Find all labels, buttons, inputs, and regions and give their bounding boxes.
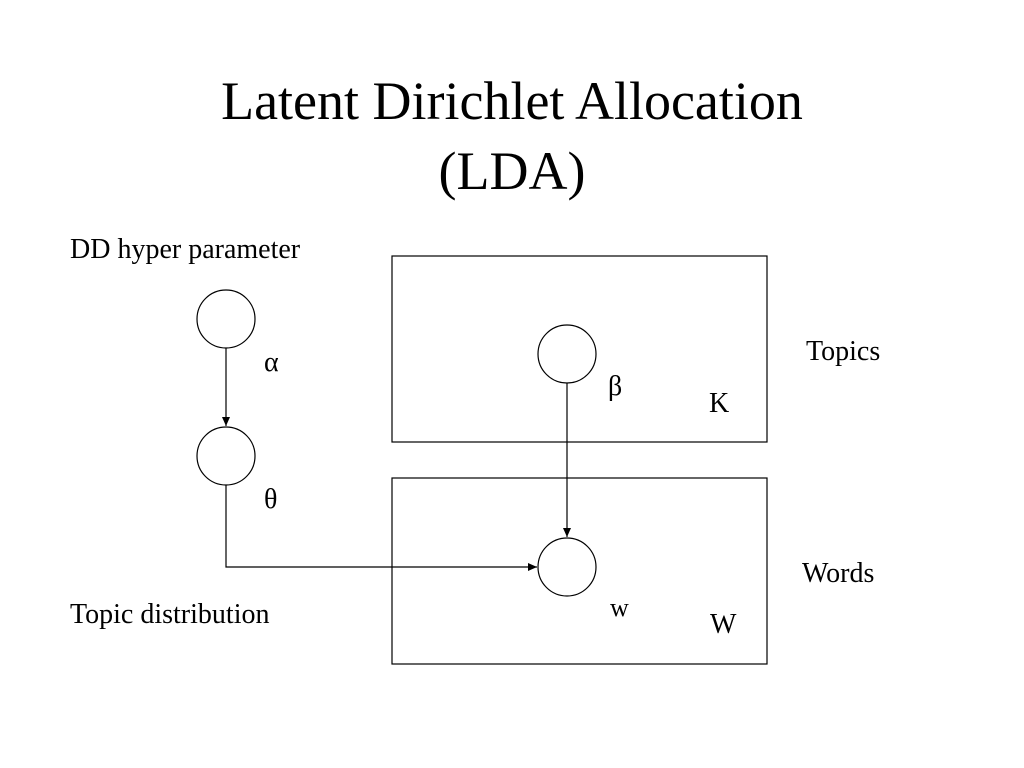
- theta-to-w-arrow: [225, 485, 537, 571]
- alpha-symbol: α: [264, 347, 279, 378]
- w-symbol: w: [610, 593, 629, 622]
- topics-plate-label: K: [709, 388, 730, 419]
- slide-title: Latent Dirichlet Allocation (LDA): [0, 66, 1024, 206]
- alpha-node: [196, 289, 256, 349]
- w-node: [537, 537, 597, 597]
- topic-distribution-label: Topic distribution: [70, 599, 270, 630]
- words-plate: [391, 477, 768, 665]
- title-line-1: Latent Dirichlet Allocation: [221, 71, 803, 131]
- title-line-2: (LDA): [438, 141, 586, 201]
- theta-symbol: θ: [264, 484, 278, 515]
- words-plate-label: W: [710, 609, 737, 640]
- words-label: Words: [802, 558, 875, 589]
- beta-node: [537, 324, 597, 384]
- topics-plate: [391, 255, 768, 443]
- topics-label: Topics: [806, 336, 881, 367]
- theta-node: [196, 426, 256, 486]
- hyperparameter-label: DD hyper parameter: [70, 234, 301, 265]
- beta-symbol: β: [608, 371, 623, 402]
